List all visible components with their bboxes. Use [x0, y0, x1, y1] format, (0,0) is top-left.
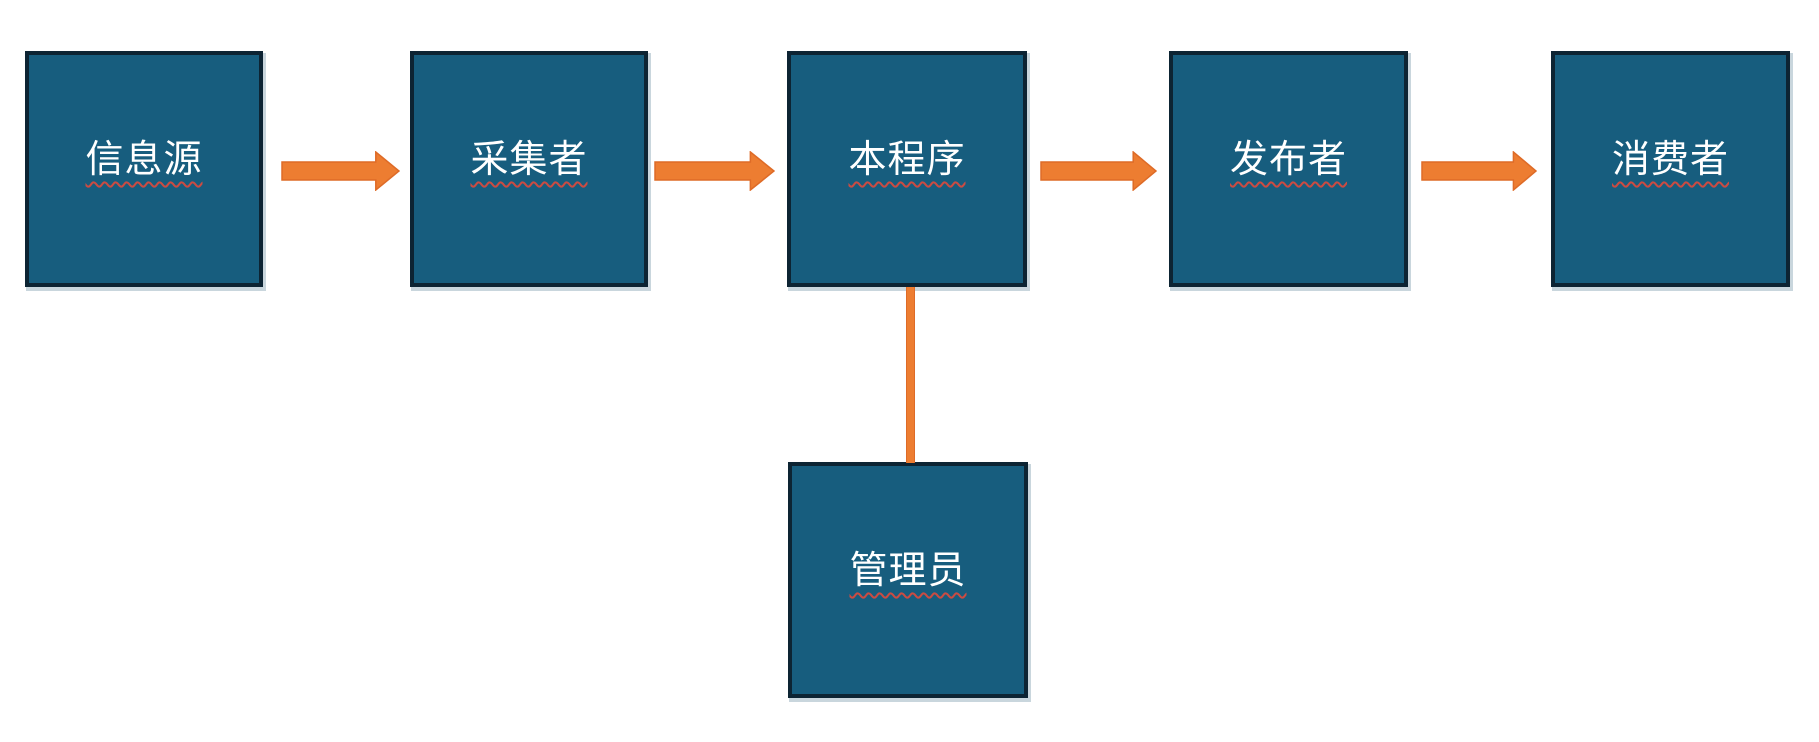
node-collector: 采集者	[410, 51, 648, 287]
arrow-right-icon	[1421, 151, 1537, 191]
node-collector-label: 采集者	[470, 139, 588, 181]
node-admin: 管理员	[788, 462, 1028, 698]
arrow-right-icon	[654, 151, 775, 191]
arrow-right-icon	[281, 151, 400, 191]
node-publisher: 发布者	[1169, 51, 1408, 287]
node-admin-label: 管理员	[849, 550, 967, 592]
arrow-right-icon	[1040, 151, 1157, 191]
node-info-source-label: 信息源	[85, 139, 203, 181]
node-consumer-label: 消费者	[1611, 139, 1729, 181]
node-consumer: 消费者	[1551, 51, 1790, 287]
node-publisher-label: 发布者	[1229, 139, 1347, 181]
node-info-source: 信息源	[25, 51, 263, 287]
node-this-program: 本程序	[787, 51, 1027, 287]
connector-line	[906, 287, 915, 463]
node-this-program-label: 本程序	[848, 139, 966, 181]
